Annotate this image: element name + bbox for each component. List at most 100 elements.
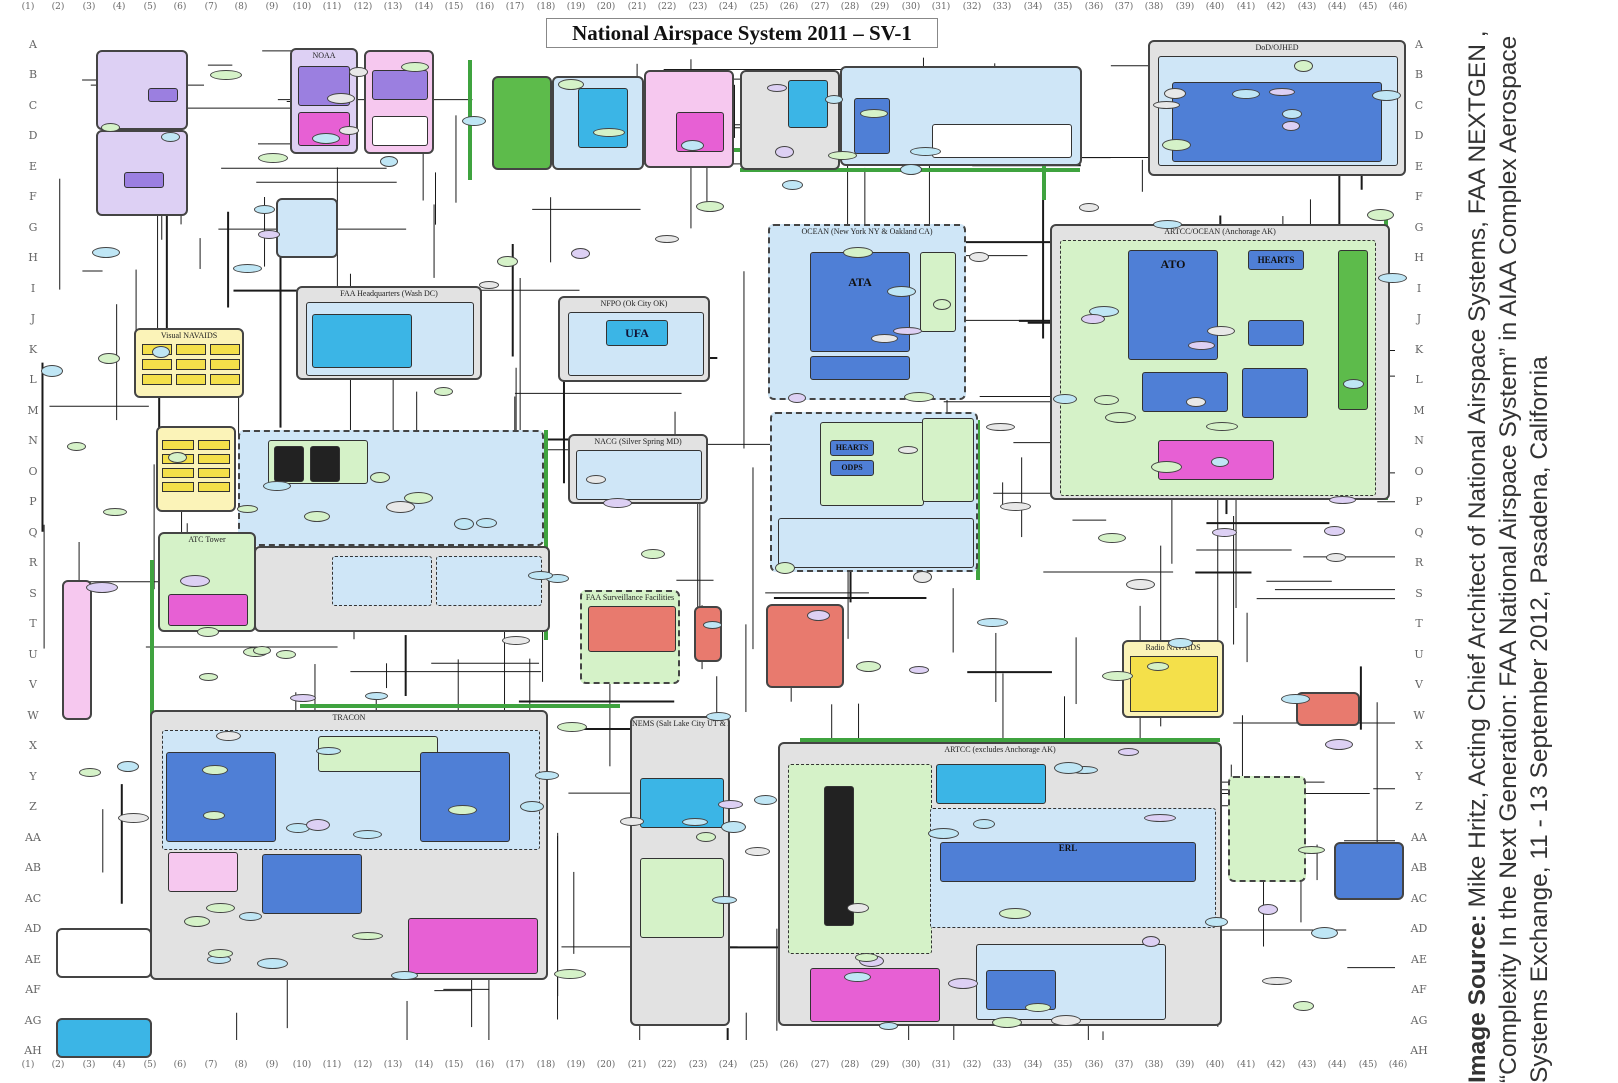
- interface-node: [98, 353, 120, 364]
- interface-node: [339, 126, 359, 135]
- region-hearts: HEARTS ODPS: [770, 412, 978, 572]
- region-blue-east: [1334, 842, 1404, 900]
- interface-node: [977, 618, 1008, 627]
- region-faa-headquarters-label: FAA Headquarters (Wash DC): [298, 289, 480, 298]
- interface-node: [1142, 936, 1160, 947]
- interface-node: [497, 256, 518, 267]
- row-label: F: [1406, 190, 1432, 203]
- column-label: (40): [1202, 1060, 1228, 1070]
- region-artcc-label: ARTCC (excludes Anchorage AK): [780, 745, 1220, 754]
- interface-node: [203, 811, 225, 820]
- row-label: G: [1406, 221, 1432, 234]
- region-pink-top: [644, 70, 734, 168]
- region-nacg: NACG (Silver Spring MD): [568, 434, 708, 504]
- column-label: (27): [807, 1060, 833, 1070]
- interface-node: [1153, 101, 1180, 109]
- row-label: U: [20, 648, 46, 661]
- interface-node: [554, 969, 586, 979]
- row-label: N: [1406, 434, 1432, 447]
- row-label: N: [20, 434, 46, 447]
- row-label: L: [20, 373, 46, 386]
- interface-node: [986, 423, 1015, 431]
- row-label: AH: [1406, 1044, 1432, 1057]
- interface-node: [847, 903, 869, 913]
- interface-node: [969, 252, 989, 262]
- interface-node: [1126, 579, 1155, 590]
- row-label: U: [1406, 648, 1432, 661]
- region-yellow-west: [156, 426, 236, 512]
- interface-node: [79, 768, 101, 777]
- row-label: Q: [1406, 526, 1432, 539]
- region-green-top: [492, 76, 552, 170]
- column-label: (37): [1111, 2, 1137, 12]
- region-red-mid-2: [766, 604, 844, 688]
- region-atc-tower-label: ATC Tower: [160, 535, 254, 544]
- interface-node: [161, 132, 180, 142]
- interface-node: [528, 571, 553, 580]
- row-label: A: [20, 38, 46, 51]
- interface-node: [180, 575, 210, 587]
- interface-node: [1211, 457, 1229, 467]
- interface-node: [558, 79, 584, 90]
- column-label: (12): [350, 1060, 376, 1070]
- interface-node: [1053, 394, 1077, 404]
- interface-node: [365, 692, 388, 700]
- interface-node: [860, 109, 888, 118]
- interface-node: [1105, 412, 1136, 423]
- interface-node: [1329, 496, 1356, 504]
- interface-node: [879, 1022, 898, 1030]
- region-radio-navaids: Radio NAVAIDS: [1122, 640, 1224, 718]
- interface-node: [101, 123, 120, 132]
- interface-node: [233, 264, 262, 273]
- region-nfpo: NFPO (Ok City OK) UFA: [558, 296, 710, 382]
- column-label: (28): [837, 2, 863, 12]
- diagram-title: National Airspace System 2011 – SV-1: [546, 18, 938, 48]
- interface-node: [117, 761, 139, 772]
- interface-node: [843, 247, 873, 258]
- column-label: (34): [1020, 2, 1046, 12]
- column-label: (25): [746, 2, 772, 12]
- interface-node: [1081, 314, 1105, 324]
- interface-node: [1151, 461, 1182, 473]
- column-label: (5): [137, 2, 163, 12]
- interface-node: [168, 452, 187, 463]
- row-label: K: [20, 343, 46, 356]
- column-label: (23): [685, 1060, 711, 1070]
- row-label: V: [1406, 678, 1432, 691]
- column-label: (35): [1050, 2, 1076, 12]
- interface-node: [828, 151, 857, 160]
- column-label: (6): [167, 2, 193, 12]
- interface-node: [1258, 904, 1278, 915]
- interface-node: [682, 818, 708, 826]
- interface-node: [349, 67, 368, 77]
- interface-node: [1162, 139, 1191, 151]
- row-label: AE: [20, 953, 46, 966]
- interface-node: [391, 971, 418, 980]
- column-label: (22): [654, 2, 680, 12]
- interface-node: [404, 492, 433, 504]
- column-label: (18): [533, 1060, 559, 1070]
- column-label: (6): [167, 1060, 193, 1070]
- interface-node: [586, 475, 606, 484]
- row-label: C: [20, 99, 46, 112]
- interface-node: [928, 828, 959, 839]
- interface-node: [479, 281, 499, 289]
- interface-node: [1000, 502, 1031, 511]
- interface-node: [571, 248, 590, 259]
- interface-node: [1118, 748, 1139, 756]
- column-label: (9): [259, 2, 285, 12]
- interface-node: [86, 582, 118, 593]
- interface-node: [948, 978, 978, 989]
- row-label: AC: [20, 892, 46, 905]
- row-label: AD: [1406, 922, 1432, 935]
- row-label: S: [1406, 587, 1432, 600]
- interface-node: [253, 646, 271, 655]
- interface-node: [1269, 88, 1295, 96]
- row-label: M: [20, 404, 46, 417]
- legend-box: [56, 1018, 152, 1058]
- column-label: (31): [928, 2, 954, 12]
- interface-node: [696, 832, 716, 842]
- interface-node: [1298, 846, 1325, 854]
- interface-node: [999, 908, 1031, 919]
- interface-node: [603, 498, 632, 508]
